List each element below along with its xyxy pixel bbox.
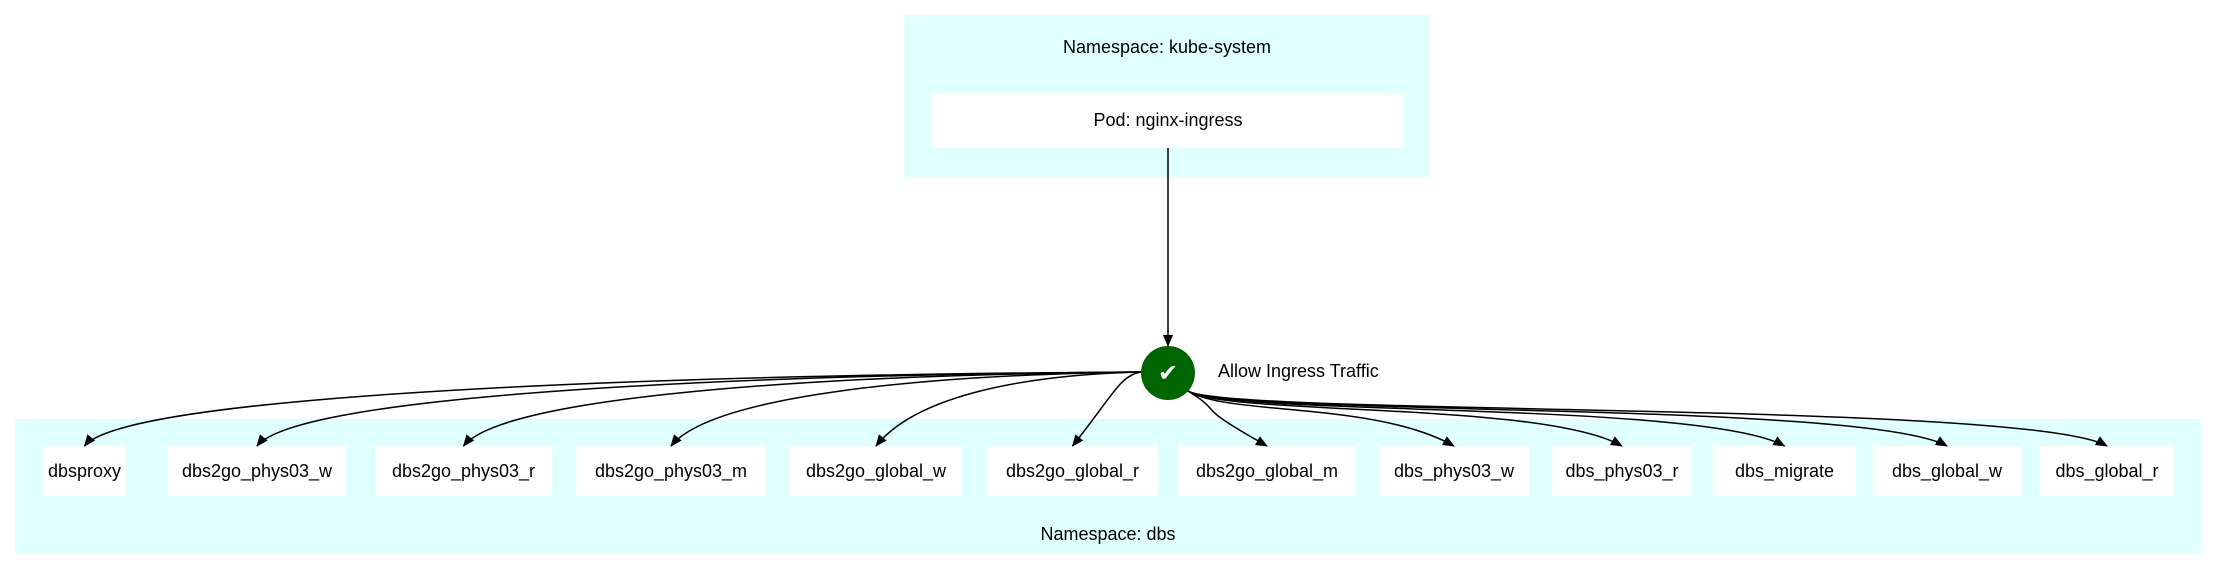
- allow-ingress-policy-node[interactable]: ✔: [1141, 346, 1195, 400]
- edge-policy-to-dbsproxy: [83, 371, 1142, 447]
- pod-dbs2go-phys03-w[interactable]: dbs2go_phys03_w: [168, 446, 346, 496]
- pod-dbs2go-phys03-r[interactable]: dbs2go_phys03_r: [375, 446, 552, 496]
- pod-dbs2go-phys03-m[interactable]: dbs2go_phys03_m: [576, 446, 766, 496]
- edge-policy-to-dbs2go-phys03-r: [462, 371, 1142, 447]
- edge-policy-to-dbs2go-phys03-w: [256, 371, 1142, 447]
- edge-policy-to-dbs2go-global-r: [1071, 371, 1142, 447]
- pod-dbs-phys03-r[interactable]: dbs_phys03_r: [1552, 446, 1692, 496]
- edge-policy-to-dbs-phys03-w: [1187, 390, 1455, 447]
- edge-policy-to-dbs-global-w: [1187, 390, 1948, 447]
- pod-dbs2go-global-r[interactable]: dbs2go_global_r: [987, 446, 1158, 496]
- pod-dbs2go-global-w[interactable]: dbs2go_global_w: [790, 446, 962, 496]
- pod-nginx-ingress[interactable]: Pod: nginx-ingress: [932, 93, 1404, 148]
- edge-policy-to-dbs2go-phys03-m: [670, 371, 1142, 447]
- pod-dbs-phys03-w[interactable]: dbs_phys03_w: [1379, 446, 1529, 496]
- check-icon: ✔: [1157, 359, 1179, 387]
- edge-policy-to-dbs-global-r: [1187, 390, 2108, 447]
- edge-policy-to-dbs-migrate: [1187, 390, 1786, 447]
- pod-dbs-migrate[interactable]: dbs_migrate: [1713, 446, 1856, 496]
- namespace-kube-system-label: Namespace: kube-system: [1062, 37, 1272, 57]
- namespace-dbs-label: Namespace: dbs: [1040, 524, 1176, 544]
- edge-policy-to-dbs2go-global-w: [875, 371, 1142, 447]
- pod-dbs-global-w[interactable]: dbs_global_w: [1873, 446, 2021, 496]
- edge-policy-to-dbs-phys03-r: [1187, 390, 1623, 447]
- pod-dbs-global-r[interactable]: dbs_global_r: [2040, 446, 2174, 496]
- edge-policy-to-dbs2go-global-m: [1187, 390, 1268, 447]
- pod-dbsproxy[interactable]: dbsproxy: [43, 446, 126, 496]
- pod-dbs2go-global-m[interactable]: dbs2go_global_m: [1178, 446, 1356, 496]
- policy-label: Allow Ingress Traffic: [1218, 361, 1379, 381]
